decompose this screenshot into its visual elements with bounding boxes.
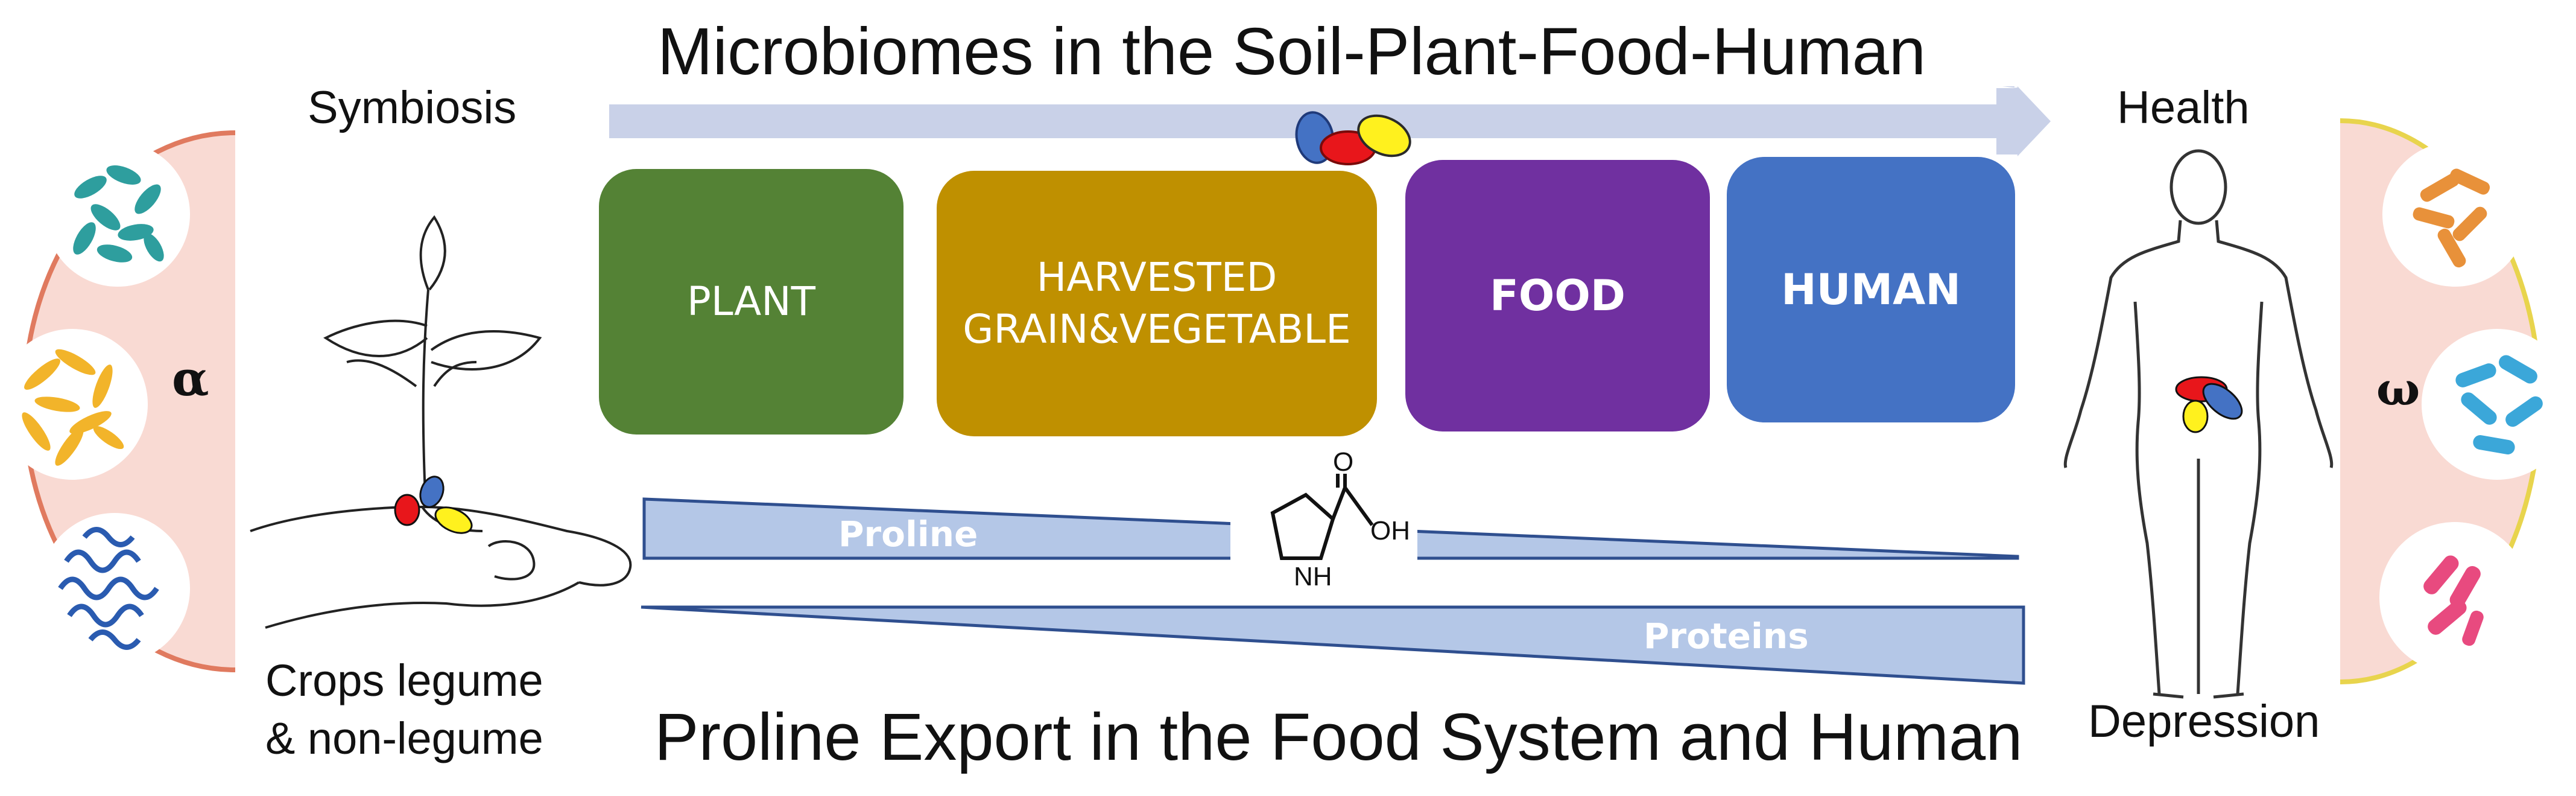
left-microbe-blue: [39, 513, 190, 664]
left-microbe-yellow: [0, 329, 148, 480]
symbiosis-label: Symbiosis: [308, 82, 517, 133]
right-microbe-orange: [2382, 142, 2527, 287]
alpha-symbol: α: [172, 350, 209, 407]
right-microbe-pink: [2379, 522, 2530, 673]
depression-label: Depression: [2088, 696, 2320, 747]
molecule-oxygen: O: [1333, 447, 1353, 477]
crops-label: Crops legume & non-legume: [265, 655, 543, 764]
proline-molecule: [1270, 474, 1374, 560]
proline-label: Proline: [838, 514, 978, 555]
proteins-label: Proteins: [1644, 616, 1809, 657]
microbe-trio-arrow: [1295, 111, 1411, 165]
stage-plant-label: PLANT: [687, 278, 815, 325]
stage-food-label: FOOD: [1490, 270, 1625, 320]
stage-human-label: HUMAN: [1781, 264, 1961, 314]
stage-human: HUMAN: [1727, 157, 2015, 422]
proteins-wedge: [641, 605, 2025, 685]
top-title: Microbiomes in the Soil-Plant-Food-Human: [657, 14, 1926, 89]
bottom-title: Proline Export in the Food System and Hu…: [654, 700, 2023, 774]
molecule-amine: NH: [1294, 562, 1332, 591]
microbe-trio-hand: [394, 476, 473, 534]
left-microbe-teal: [45, 142, 190, 287]
microbe-trio-gut: [2175, 376, 2243, 433]
human-body-illustration: [2063, 149, 2334, 699]
health-label: Health: [2117, 82, 2250, 133]
stage-harvested: HARVESTED GRAIN&VEGETABLE: [937, 171, 1377, 436]
omega-symbol: ω: [2376, 362, 2420, 416]
right-microbe-cyan: [2422, 329, 2572, 480]
molecule-hydroxyl: OH: [1370, 516, 1410, 546]
stage-harvested-label: HARVESTED GRAIN&VEGETABLE: [963, 254, 1351, 352]
stage-plant: PLANT: [599, 169, 903, 435]
stage-food: FOOD: [1405, 160, 1710, 431]
plant-sprout-illustration: [323, 215, 542, 495]
